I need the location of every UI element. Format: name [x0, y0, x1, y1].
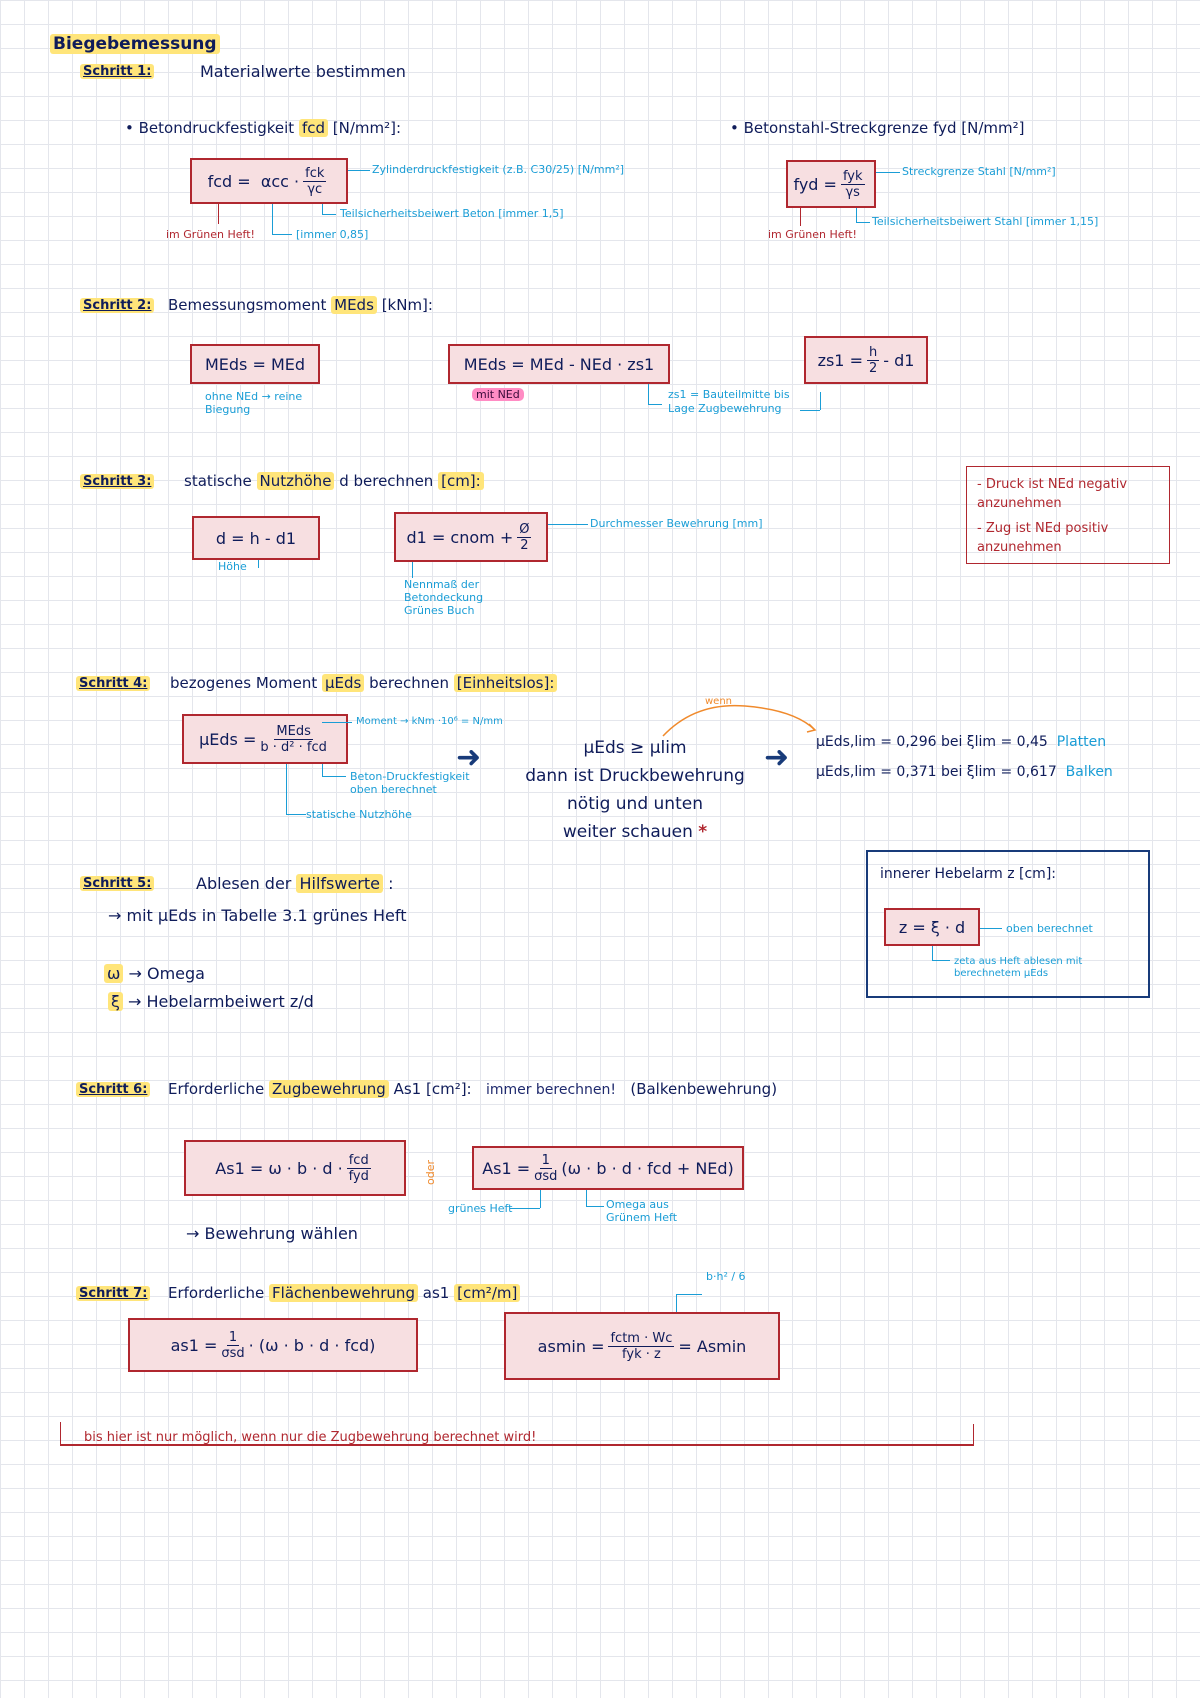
d-formula: d = h - d1	[192, 516, 320, 560]
lever-arm-note-xi: zeta aus Heft ablesen mit berechnetem μE…	[954, 956, 1083, 979]
choose-reinforcement: → Bewehrung wählen	[186, 1224, 358, 1243]
step-2-label: Schritt 2:	[80, 298, 155, 313]
meds-note-2: mit NEd	[472, 388, 524, 401]
fyd-note-fyk: Streckgrenze Stahl [N/mm²]	[902, 165, 1056, 178]
page-title: Biegebemessung	[50, 34, 220, 54]
d1-note-cnom: Nennmaß der Betondeckung Grünes Buch	[404, 578, 484, 617]
step-2-heading: Bemessungsmoment MEds [kNm]:	[168, 296, 433, 314]
lever-arm-box: innerer Hebelarm z [cm]: z = ξ · d oben …	[866, 850, 1150, 998]
step-6-label: Schritt 6:	[76, 1082, 151, 1097]
step-7-heading: Erforderliche Flächenbewehrung as1 [cm²/…	[168, 1284, 521, 1302]
lever-arm-note-d: oben berechnet	[1006, 922, 1093, 935]
fyd-label: • Betonstahl-Streckgrenze fyd [N/mm²]	[730, 119, 1025, 137]
zs1-note: zs1 = Bauteilmitte bis Lage Zugbewehrung	[668, 388, 790, 415]
mueds-note-d: statische Nutzhöhe	[306, 808, 412, 821]
fcd-label: • Betondruckfestigkeit fcd [N/mm²]:	[125, 119, 402, 137]
step-4-heading: bezogenes Moment μEds berechnen [Einheit…	[170, 674, 558, 692]
meds-formula-2: MEds = MEd - NEd · zs1	[448, 344, 670, 384]
step-6-heading: Erforderliche Zugbewehrung As1 [cm²]: im…	[168, 1080, 778, 1098]
wc-note: b·h² / 6	[706, 1270, 746, 1283]
step-3-heading: statische Nutzhöhe d berechnen [cm]:	[184, 472, 484, 490]
step-7-label: Schritt 7:	[76, 1286, 151, 1301]
footer-note: bis hier ist nur möglich, wenn nur die Z…	[84, 1430, 537, 1445]
step-3-label: Schritt 3:	[80, 474, 155, 489]
fyd-note-heft: im Grünen Heft!	[768, 228, 857, 241]
meds-note-1: ohne NEd → reine Biegung	[205, 390, 303, 416]
lever-arm-formula: z = ξ · d	[884, 908, 980, 946]
oder-note: oder	[424, 1159, 438, 1186]
fcd-note-alpha: [immer 0,85]	[296, 228, 369, 241]
fcd-note-gamma: Teilsicherheitsbeiwert Beton [immer 1,5]	[340, 207, 564, 220]
mueds-note-fcd: Beton-Druckfestigkeit oben berechnet	[350, 770, 470, 796]
mueds-note-moment: Moment → kNm ·10⁶ = N/mm	[356, 716, 503, 727]
step-5-heading: Ablesen der Hilfswerte :	[196, 874, 394, 893]
fcd-note-fck: Zylinderdruckfestigkeit (z.B. C30/25) [N…	[372, 163, 625, 176]
xi-line: ξ → Hebelarmbeiwert z/d	[108, 992, 314, 1011]
d-note: Höhe	[218, 560, 247, 573]
omega-line: ω → Omega	[104, 964, 205, 983]
druckbewehrung-condition: μEds ≥ μlim dann ist Druckbewehrung nöti…	[525, 738, 745, 842]
omega-note: Omega aus Grünem Heft	[606, 1198, 678, 1224]
arrow-right-icon-2: ➜	[764, 740, 790, 775]
meds-formula-1: MEds = MEd	[190, 344, 320, 384]
orange-note: wenn	[705, 696, 733, 707]
d1-note-diameter: Durchmesser Bewehrung [mm]	[590, 517, 763, 530]
mulim-plates: μEds,lim = 0,296 bei ξlim = 0,45 Platten	[816, 734, 1107, 750]
mulim-beams: μEds,lim = 0,371 bei ξlim = 0,617 Balken	[816, 764, 1113, 780]
step-4-label: Schritt 4:	[76, 676, 151, 691]
sigma-note: grünes Heft	[448, 1202, 513, 1215]
step-5-label: Schritt 5:	[80, 876, 155, 891]
fyd-note-gamma: Teilsicherheitsbeiwert Stahl [immer 1,15…	[872, 215, 1099, 228]
step-5-table-line: → mit μEds in Tabelle 3.1 grünes Heft	[108, 906, 407, 925]
sign-note-tension: - Zug ist NEd positiv anzunehmen	[977, 521, 1109, 555]
fcd-note-heft: im Grünen Heft!	[166, 228, 255, 241]
sign-note-compression: - Druck ist NEd negativ anzunehmen	[977, 477, 1128, 511]
sign-convention-box: - Druck ist NEd negativ anzunehmen - Zug…	[966, 466, 1170, 564]
step-1-label: Schritt 1:	[80, 64, 155, 79]
lever-arm-heading: innerer Hebelarm z [cm]:	[880, 866, 1056, 882]
arrow-right-icon: ➜	[456, 740, 482, 775]
orange-arc	[662, 704, 817, 737]
step-1-heading: Materialwerte bestimmen	[200, 62, 406, 81]
